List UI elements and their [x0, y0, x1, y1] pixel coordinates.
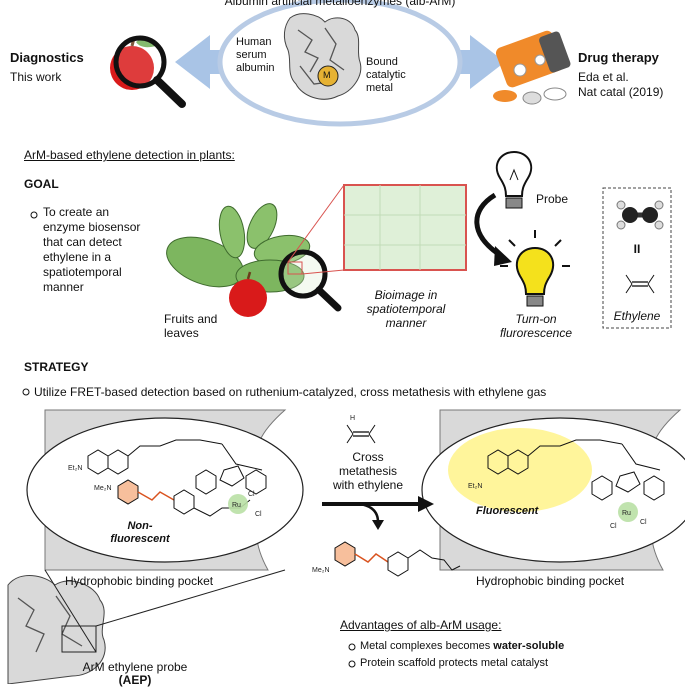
grubbs-catalyst-left	[195, 465, 267, 514]
apple-icon	[229, 279, 267, 317]
diagnostics-title: Diagnostics	[10, 50, 84, 65]
coumarin-left	[87, 439, 263, 475]
azobenzene-left	[117, 479, 251, 517]
et2n-left: Et₂N	[68, 465, 82, 472]
probe-label: Probe	[536, 192, 569, 206]
equivalence-symbol: II	[633, 242, 641, 256]
coumarin-right	[487, 439, 661, 475]
metal-symbol: M	[323, 70, 331, 80]
drug-reference-1: Eda et al.	[578, 70, 629, 84]
probe-arrow	[474, 192, 502, 258]
bulb-off-icon	[495, 150, 533, 209]
bullet-goal	[30, 211, 38, 219]
hsa-label: Human serum albumin	[236, 36, 275, 74]
ethylene-small-structure	[346, 424, 376, 444]
cl-right-2: Cl	[640, 519, 647, 526]
albumin-protein-bottom	[7, 575, 106, 684]
bullet-adv-2	[348, 660, 356, 668]
detection-heading: ArM-based ethylene detection in plants:	[24, 148, 235, 162]
diagnostics-subtitle: This work	[10, 70, 62, 84]
pill-bottle-icon	[493, 30, 571, 105]
cl-left-2: Cl	[255, 511, 262, 518]
ru-left: Ru	[232, 502, 241, 509]
bullet-adv-1	[348, 643, 356, 651]
reaction-label: Cross metathesis with ethylene	[332, 450, 404, 492]
turn-on-label: Turn-on flurorescence	[499, 312, 573, 340]
cl-left-1: Cl	[248, 491, 255, 498]
plant-icon	[166, 203, 342, 317]
apple-magnifier-icon	[110, 35, 186, 108]
header-title: Albumin artificial metalloenzymes (alb-A…	[224, 0, 456, 8]
advantages-heading: Advantages of alb-ArM usage:	[340, 618, 502, 632]
fluorescent-label: Fluorescent	[476, 505, 539, 517]
non-fluorescent-label: Non- fluorescent	[110, 520, 170, 545]
bioimage-label: Bioimage in spatiotemporal manner	[366, 288, 446, 330]
fruits-label: Fruits and leaves	[164, 312, 218, 340]
goal-text: To create an enzyme biosensor that can d…	[43, 205, 141, 294]
advantage-item-2: Protein scaffold protects metal catalyst	[360, 657, 549, 669]
drug-reference-2: Nat catal (2019)	[578, 85, 664, 99]
grubbs-catalyst-right	[591, 471, 665, 522]
pocket-label-left: Hydrophobic binding pocket	[65, 574, 214, 588]
ru-right: Ru	[622, 510, 631, 517]
et2n-right: Et₂N	[468, 483, 482, 490]
drug-therapy-title: Drug therapy	[578, 50, 659, 65]
bullet-strategy	[22, 388, 30, 396]
bulb-on-icon	[500, 230, 570, 307]
albumin-protein-icon	[283, 13, 362, 100]
cl-right-1: Cl	[610, 523, 617, 530]
h-label: H	[350, 415, 355, 422]
me2n-left: Me₂N	[94, 485, 112, 492]
bound-metal-circle	[317, 65, 339, 87]
advantage-item-1: Metal complexes becomes water-soluble	[360, 640, 565, 652]
ethylene-label: Ethylene	[613, 309, 661, 323]
strategy-label: STRATEGY	[24, 360, 89, 374]
ethylene-structure	[625, 274, 655, 294]
ethylene-model-icon	[616, 200, 664, 230]
fluorescent-glow	[448, 428, 592, 512]
bioimage-box	[343, 184, 467, 271]
strategy-text: Utilize FRET-based detection based on ru…	[34, 385, 547, 399]
ethylene-box	[602, 187, 672, 329]
released-azobenzene	[334, 541, 461, 577]
bound-metal-label: Bound catalytic metal	[366, 56, 406, 94]
me2n-product: Me₂N	[312, 567, 330, 574]
goal-label: GOAL	[24, 177, 59, 191]
pocket-label-right: Hydrophobic binding pocket	[476, 574, 625, 588]
